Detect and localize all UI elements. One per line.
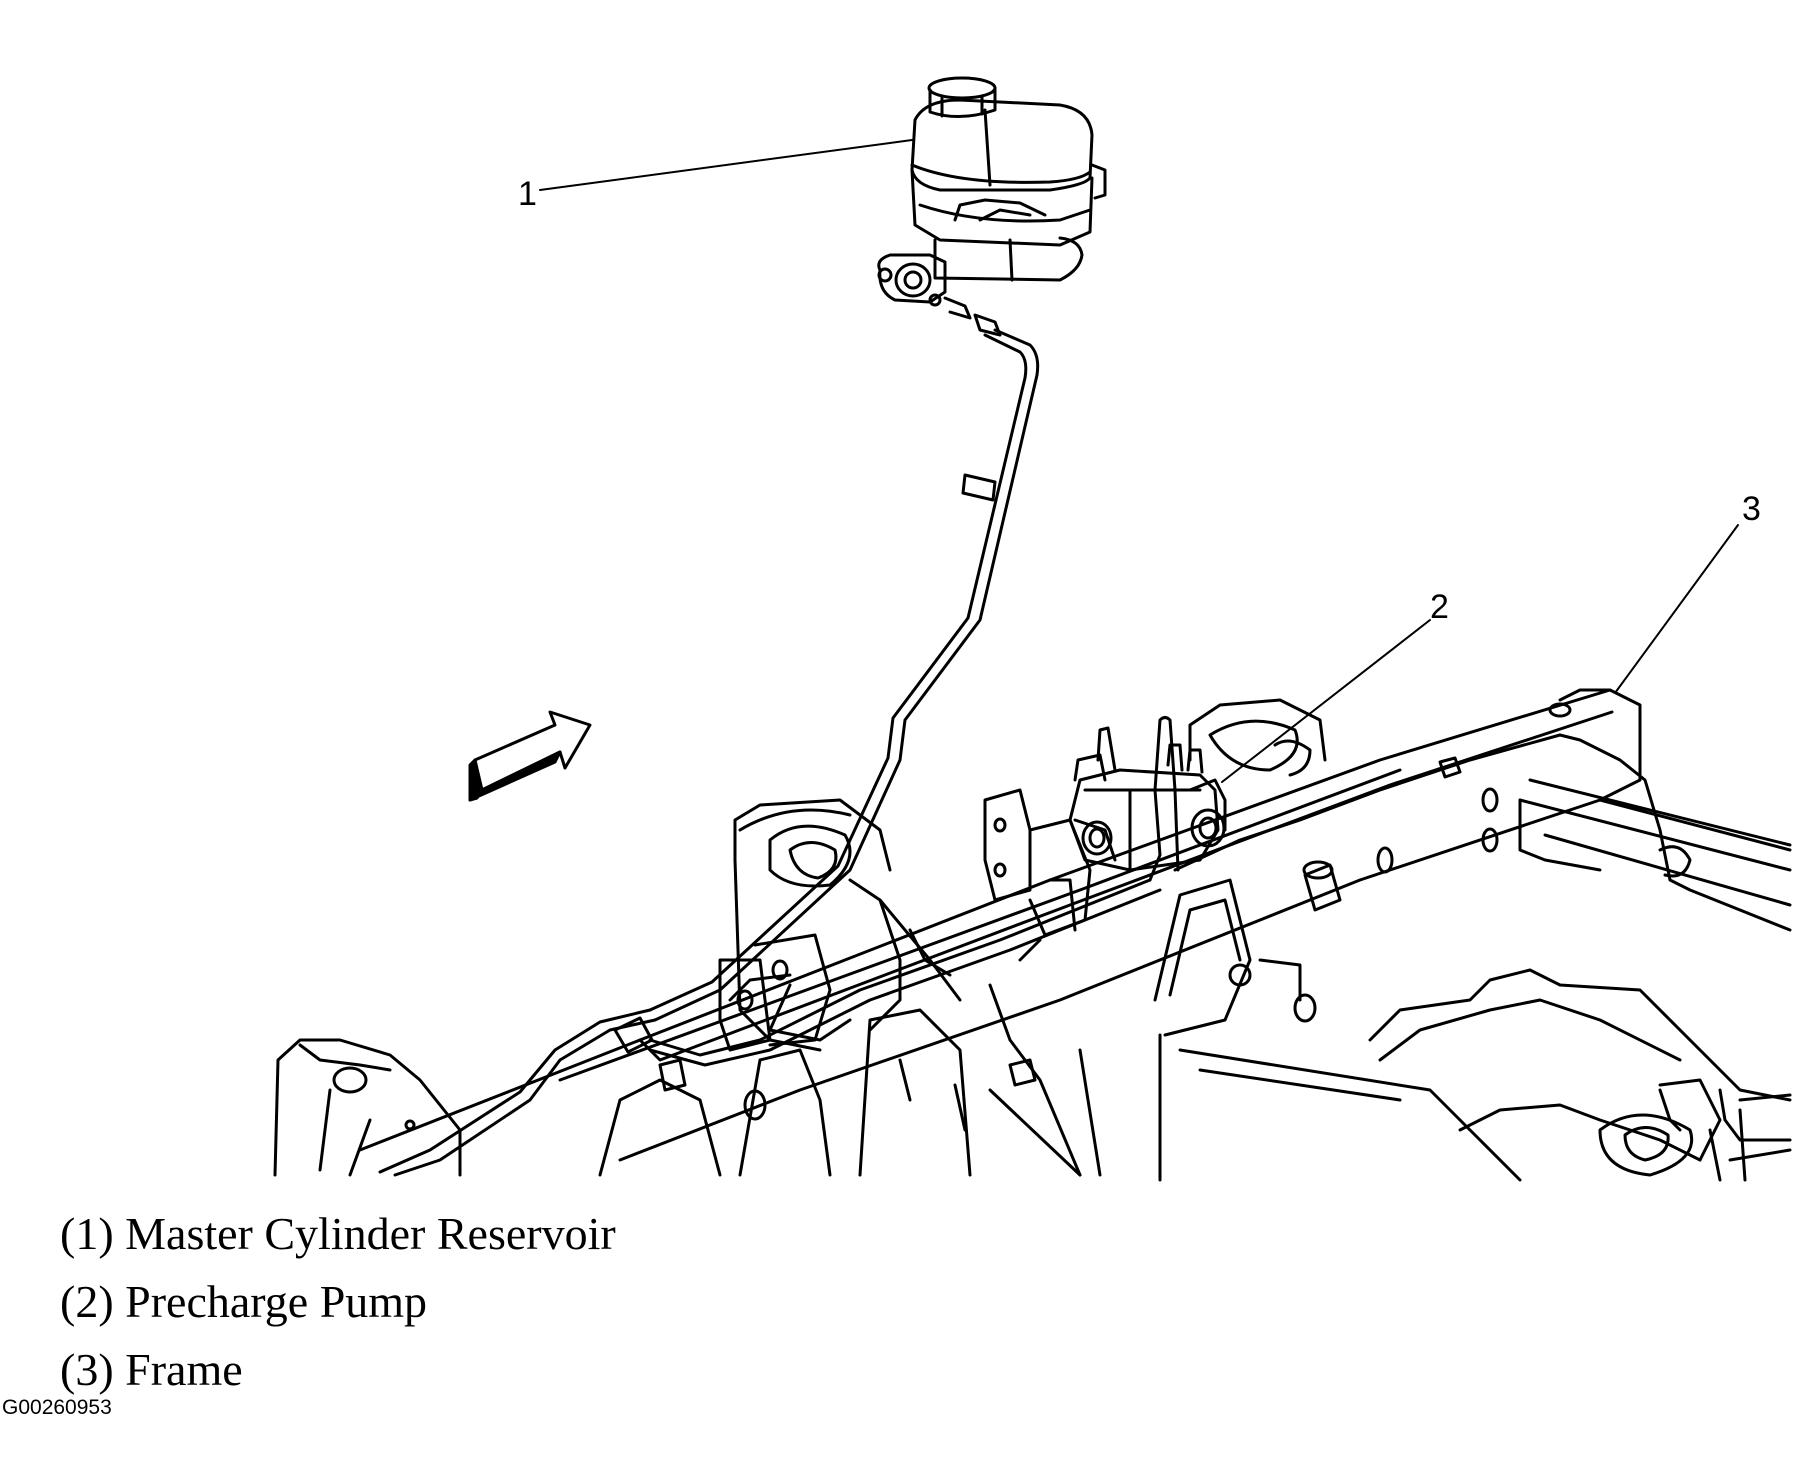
callout-1: 1 [518,175,537,213]
frame [273,688,1792,1182]
callout-2: 2 [1430,588,1449,626]
legend-item-precharge-pump: (2) Precharge Pump [60,1276,428,1327]
leader-3 [1614,524,1739,694]
callout-3: 3 [1742,490,1761,528]
legend-item-master-cylinder-reservoir: (1) Master Cylinder Reservoir [60,1208,616,1259]
legend-item-frame: (3) Frame [60,1344,243,1395]
leader-2 [1221,619,1431,783]
callout-leaders [539,139,1739,783]
figure-id: G00260953 [2,1396,112,1419]
forward-arrow-icon [468,710,592,802]
brake-lines [378,328,1792,1177]
component-location-diagram: 1 2 3 [273,76,1792,1182]
leader-1 [539,139,913,191]
precharge-pump [1068,726,1227,872]
master-cylinder-reservoir [877,76,1107,337]
legend: (1) Master Cylinder Reservoir (2) Precha… [60,1200,616,1404]
